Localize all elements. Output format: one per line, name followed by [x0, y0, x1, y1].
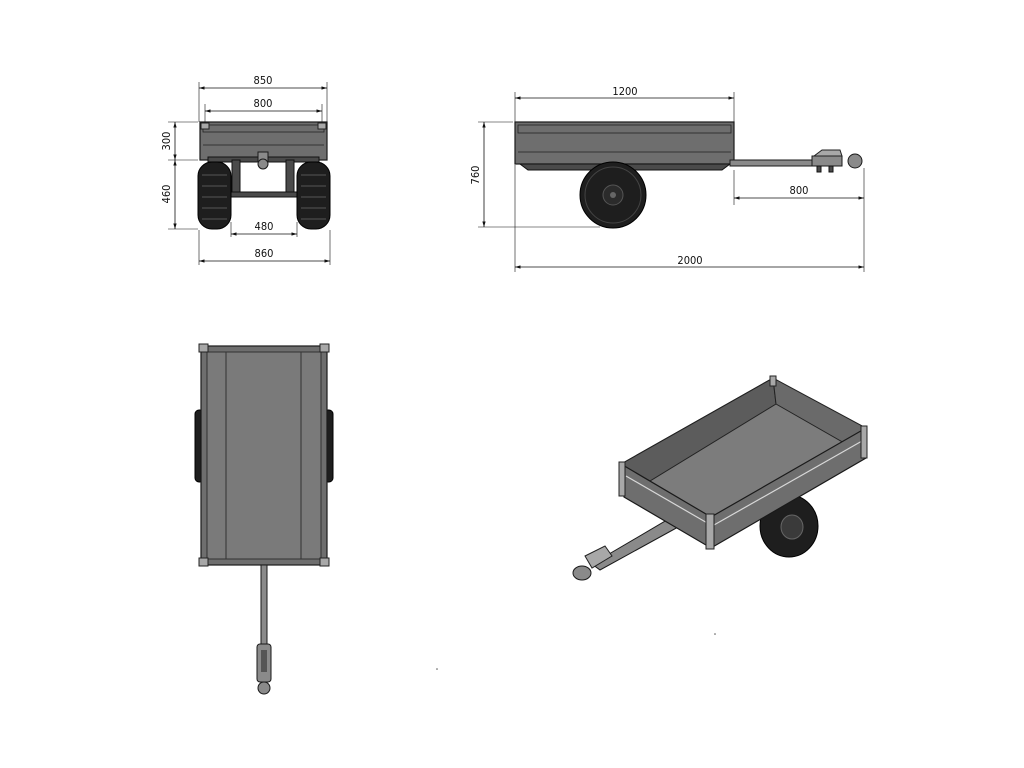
dim-2000: 2000	[677, 254, 702, 267]
dim-300: 300	[160, 132, 173, 151]
top-view-trailer	[194, 343, 334, 695]
front-view-trailer	[197, 121, 331, 230]
side-view: 1200 760 800 2000	[469, 85, 865, 272]
dim-800-side: 800	[790, 184, 809, 197]
dim-760: 760	[469, 166, 482, 185]
isometric-view-trailer	[572, 375, 868, 581]
dim-860: 860	[255, 247, 274, 260]
front-right-wheel	[296, 161, 331, 230]
front-view: 850 800 300 460 480 860	[160, 74, 331, 265]
front-left-wheel	[197, 161, 232, 230]
dim-460: 460	[160, 185, 173, 204]
dim-1200: 1200	[612, 85, 637, 98]
side-view-trailer	[514, 121, 863, 229]
dim-850: 850	[254, 74, 273, 87]
dim-800-front: 800	[254, 97, 273, 110]
dim-480: 480	[255, 220, 274, 233]
